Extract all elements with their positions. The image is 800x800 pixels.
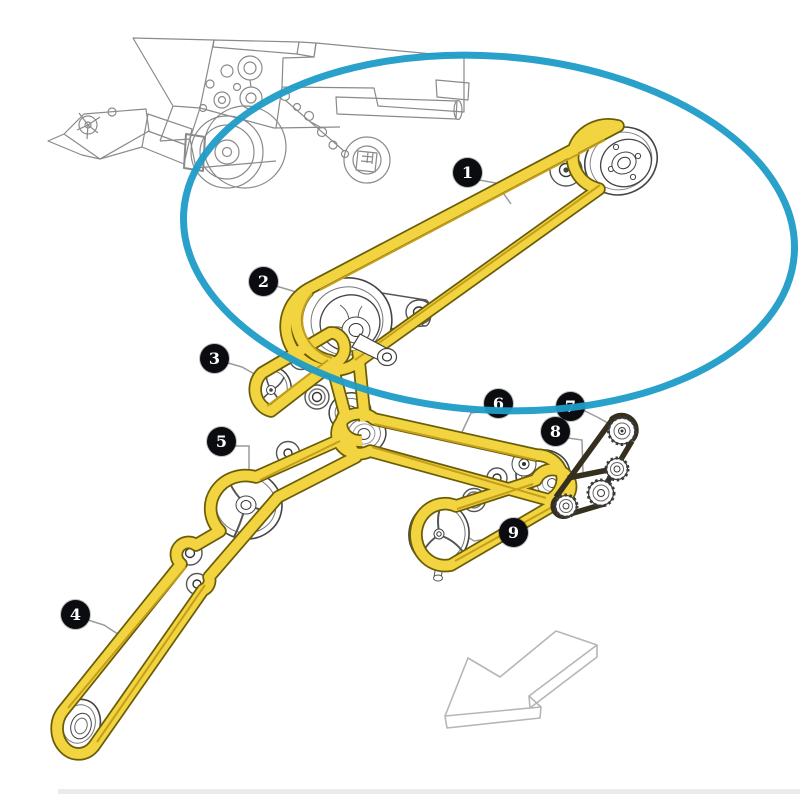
chain-drive bbox=[550, 412, 639, 520]
callout-2: 2 bbox=[249, 267, 278, 296]
callout-5-label: 5 bbox=[215, 432, 228, 451]
scan-artifact-strip bbox=[58, 789, 800, 794]
callout-7: 7 bbox=[556, 392, 585, 421]
callout-1-label: 1 bbox=[461, 163, 474, 182]
callout-4-label: 4 bbox=[69, 605, 82, 624]
callout-6: 6 bbox=[484, 389, 513, 418]
callout-9-label: 9 bbox=[507, 523, 520, 542]
callout-3-label: 3 bbox=[208, 349, 221, 368]
sprockets bbox=[553, 416, 637, 519]
callout-6-label: 6 bbox=[492, 394, 505, 413]
callout-8: 8 bbox=[541, 417, 570, 446]
callout-9: 9 bbox=[499, 518, 528, 547]
direction-arrow-icon bbox=[444, 630, 598, 729]
combine-harvester-outline-icon bbox=[47, 37, 470, 189]
callout-8-label: 8 bbox=[549, 422, 562, 441]
callout-3: 3 bbox=[200, 344, 229, 373]
callout-5: 5 bbox=[207, 427, 236, 456]
callout-7-label: 7 bbox=[564, 397, 577, 416]
callout-4: 4 bbox=[61, 600, 90, 629]
callout-2-label: 2 bbox=[257, 272, 270, 291]
callout-1: 1 bbox=[453, 158, 482, 187]
